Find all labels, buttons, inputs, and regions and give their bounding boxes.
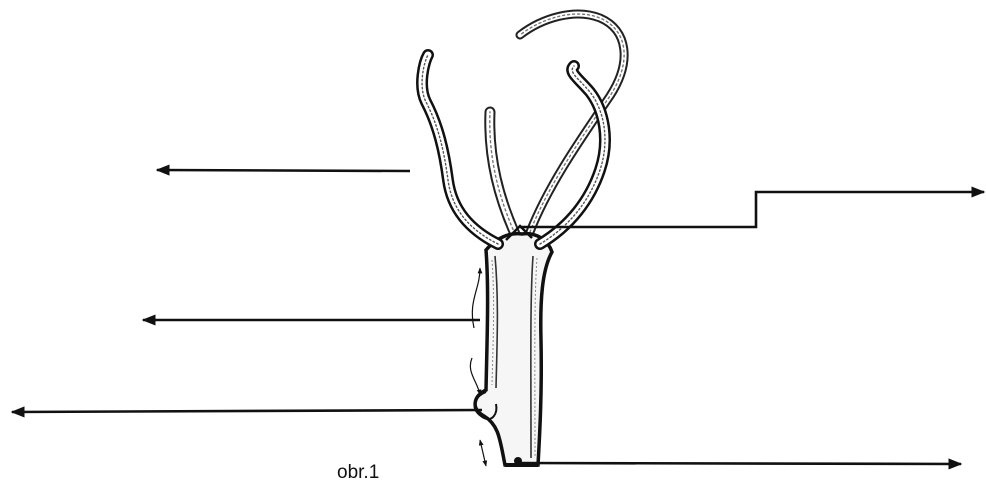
small-arrow-middle <box>470 358 480 395</box>
tentacle-back-middle <box>490 112 515 234</box>
body-movement-arrows <box>470 268 486 466</box>
small-arrow-lower <box>480 440 486 466</box>
pointer-left-tentacle <box>157 170 410 171</box>
pointer-right-basal-disc <box>520 463 961 464</box>
hydra-body <box>474 226 552 465</box>
figure-caption: obr.1 <box>337 462 379 484</box>
hydra-illustration <box>422 14 624 466</box>
pointer-left-bud <box>12 410 482 412</box>
